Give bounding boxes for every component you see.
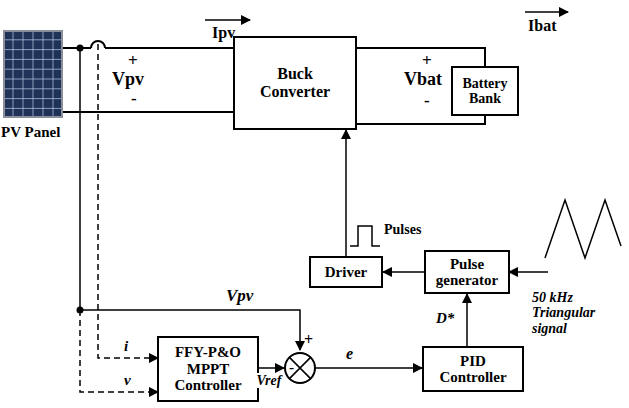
- summing-circle: [284, 352, 316, 384]
- current-sense-line: [98, 44, 158, 358]
- node-label: Battery Bank: [457, 76, 513, 107]
- signal-arrow: [259, 367, 284, 369]
- current-arrow: [205, 19, 250, 21]
- carrier-arrow: [509, 271, 548, 273]
- generator-box: Pulse generator: [424, 250, 510, 294]
- node-label: Driver: [315, 264, 377, 281]
- solar-panel-picture: [3, 30, 63, 118]
- junction-sign: +: [304, 331, 313, 349]
- signal-label: e: [345, 345, 354, 363]
- node-label: FFY-P&O MPPT Controller: [163, 344, 253, 394]
- polarity-sign: +: [128, 52, 138, 71]
- driver-box: Driver: [309, 256, 383, 288]
- signal-arrow: [345, 130, 347, 256]
- signal-name: i: [124, 338, 128, 355]
- signal-name: Vpv: [226, 287, 253, 306]
- power-wire: [63, 47, 233, 49]
- pulse-symbol: [350, 226, 380, 246]
- triangle-wave: [545, 200, 621, 258]
- signal-name: v: [124, 372, 131, 389]
- signal-name: Pulses: [384, 222, 421, 237]
- voltage-label: Vbat: [404, 70, 442, 90]
- node-label: PV Panel: [1, 124, 60, 141]
- panel-frame: [4, 31, 62, 117]
- junction-dot: [77, 45, 84, 52]
- current-arrow: [525, 11, 568, 13]
- summing-junction: +-: [284, 352, 316, 384]
- pv-panel: PV Panel: [3, 30, 63, 118]
- signal-arrow: [383, 271, 424, 273]
- node-label: Pulse generator: [430, 256, 504, 289]
- signal-label: Vref: [256, 373, 283, 388]
- signal-arrow: [466, 294, 468, 346]
- pid-box: PID Controller: [422, 346, 524, 392]
- junction-sign: -: [289, 359, 294, 376]
- signal-arrow: [316, 367, 422, 369]
- negative-wire: [63, 111, 233, 113]
- junction-dot: [77, 307, 84, 314]
- polarity-sign: -: [424, 92, 430, 111]
- battery-box: Battery Bank: [451, 66, 519, 116]
- negative-wire: [357, 116, 485, 124]
- signal-label: D*: [435, 310, 455, 327]
- current-label: Ibat: [528, 17, 556, 35]
- current-label: Ipv: [212, 24, 235, 42]
- node-label: Buck Converter: [250, 65, 340, 100]
- voltage-sense-line: [80, 310, 158, 392]
- polarity-sign: -: [131, 90, 137, 109]
- power-wire: [357, 48, 485, 66]
- cell-grid: [5, 32, 61, 116]
- node-label: PID Controller: [428, 353, 518, 386]
- carrier-note: 50 kHz Triangular signal: [532, 290, 624, 336]
- polarity-sign: +: [422, 52, 432, 71]
- mppt-box: FFY-P&O MPPT Controller: [157, 336, 259, 402]
- voltage-label: Vpv: [112, 70, 144, 90]
- converter-box: Buck Converter: [233, 36, 357, 130]
